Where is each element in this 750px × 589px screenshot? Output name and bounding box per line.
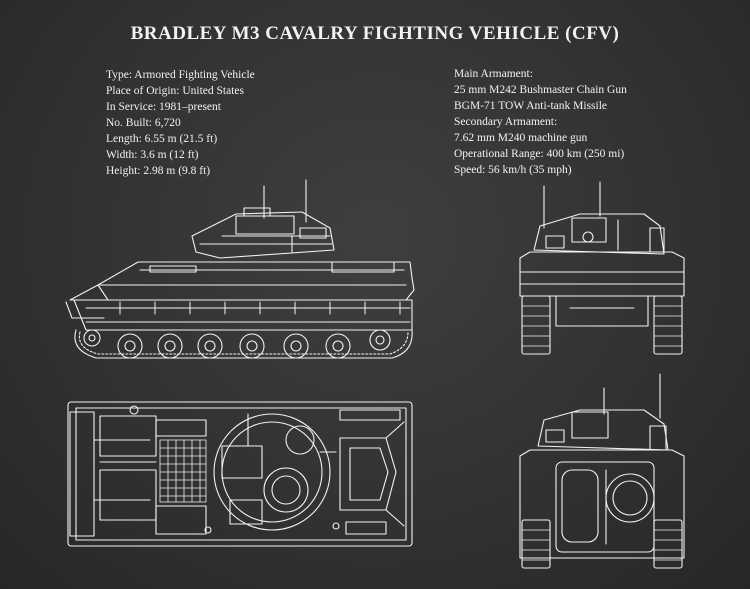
rear-view-drawing (520, 374, 684, 568)
spec-speed: Speed: 56 km/h (35 mph) (454, 164, 572, 176)
skirt-bolts (120, 302, 400, 314)
specs-right: Main Armament: 25 mm M242 Bushmaster Cha… (454, 66, 627, 178)
front-view-drawing (520, 182, 684, 354)
spec-main-armament-heading: Main Armament: (454, 68, 533, 80)
specs-left: Type: Armored Fighting Vehicle Place of … (106, 67, 255, 179)
spec-type: Type: Armored Fighting Vehicle (106, 69, 255, 81)
spec-height: Height: 2.98 m (9.8 ft) (106, 165, 211, 177)
spec-range: Operational Range: 400 km (250 mi) (454, 148, 625, 160)
poster-title: BRADLEY M3 CAVALRY FIGHTING VEHICLE (CFV… (130, 23, 620, 44)
spec-origin: Place of Origin: United States (106, 85, 244, 97)
side-view-drawing (66, 180, 414, 358)
spec-machine-gun: 7.62 mm M240 machine gun (454, 132, 588, 144)
spec-number-built: No. Built: 6,720 (106, 117, 181, 129)
spec-secondary-armament-heading: Secondary Armament: (454, 116, 558, 128)
spec-width: Width: 3.6 m (12 ft) (106, 149, 199, 161)
top-view-drawing (68, 402, 412, 546)
spec-length: Length: 6.55 m (21.5 ft) (106, 133, 218, 145)
road-wheels (84, 330, 390, 358)
spec-in-service: In Service: 1981–present (106, 101, 221, 113)
spec-missile: BGM-71 TOW Anti-tank Missile (454, 100, 608, 112)
mesh-panel (160, 440, 206, 502)
spec-main-gun: 25 mm M242 Bushmaster Chain Gun (454, 84, 627, 96)
